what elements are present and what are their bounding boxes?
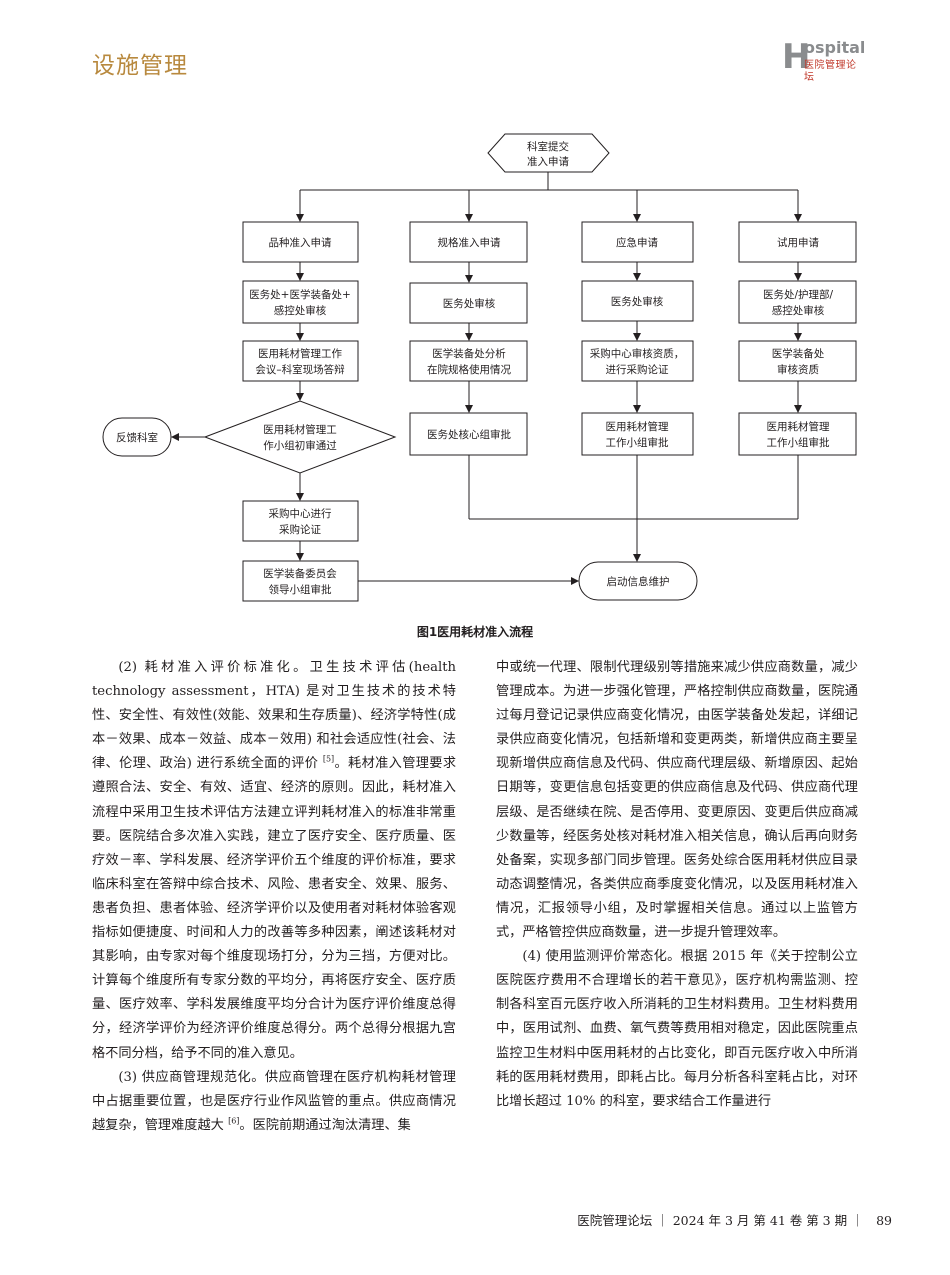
feedback-label: 反馈科室 [116, 431, 158, 444]
col1-decision-label-2: 作小组初审通过 [263, 439, 337, 452]
col2-apply-label: 规格准入申请 [438, 236, 501, 249]
end-label: 启动信息维护 [607, 575, 670, 588]
paragraph-hta: (2) 耗材准入评价标准化。卫生技术评估(health technology a… [92, 660, 457, 1061]
col1-committee-label-1: 医学装备委员会 [263, 567, 337, 580]
logo-word: ospital [804, 38, 866, 57]
start-label-1: 科室提交 [527, 140, 569, 153]
section-title: 设施管理 [92, 53, 188, 79]
feedback-node [102, 417, 172, 457]
col4-review-label-1: 医务处/护理部/ [763, 288, 834, 301]
start-label-2: 准入申请 [527, 155, 569, 168]
paragraph-supplier: (3) 供应商管理规范化。供应商管理在医疗机构耗材管理中占据重要位置，也是医疗行… [92, 1069, 456, 1133]
col1-committee-label-2: 领导小组审批 [269, 583, 332, 596]
col1-apply-label: 品种准入申请 [269, 236, 332, 249]
col3-review-label: 医务处审核 [611, 295, 664, 308]
col4-apply-label: 试用申请 [777, 236, 819, 249]
col2-analysis-label-1: 医学装备处分析 [432, 347, 506, 360]
col3-purchase-label-1: 采购中心审核资质， [590, 347, 685, 360]
col4-qual-label-1: 医学装备处 [772, 347, 825, 360]
logo-chinese: 医院管理论坛 [804, 60, 857, 83]
col1-purchase-label-2: 采购论证 [279, 523, 321, 536]
right-column: 中或统一代理、限制代理级别等措施来减少供应商数量，减少管理成本。为进一步强化管理… [496, 656, 858, 1114]
logo-h: H [782, 37, 811, 77]
col1-review-label-1: 医务处+医学装备处+ [249, 288, 351, 301]
col1-meeting-label-1: 医用耗材管理工作 [258, 347, 342, 360]
col3-apply-label: 应急申请 [616, 236, 658, 249]
col1-meeting-label-2: 会议–科室现场答辩 [255, 363, 345, 376]
page-footer: 医院管理论坛 ｜ 2024 年 3 月 第 41 卷 第 3 期 ｜ 89 [577, 1213, 892, 1228]
col3-approve-label-2: 工作小组审批 [606, 436, 669, 449]
col4-review-label-2: 感控处审核 [772, 304, 825, 317]
paragraph-supplier-cont: 中或统一代理、限制代理级别等措施来减少供应商数量，减少管理成本。为进一步强化管理… [496, 660, 858, 941]
citation-5: [5] [322, 754, 335, 764]
col1-decision-label-1: 医用耗材管理工 [263, 423, 337, 436]
col2-review-label: 医务处审核 [443, 297, 496, 310]
end-node [578, 561, 698, 601]
col4-approve-label-2: 工作小组审批 [767, 436, 830, 449]
col1-purchase-label-1: 采购中心进行 [269, 507, 332, 520]
col4-qual-label-2: 审核资质 [777, 363, 819, 376]
col4-approve-label-1: 医用耗材管理 [767, 420, 830, 433]
paragraph-monitoring: (4) 使用监测评价常态化。根据 2015 年《关于控制公立医院医疗费用不合理增… [496, 949, 858, 1109]
col1-review-label-2: 感控处审核 [274, 304, 327, 317]
journal-logo: H ospital 医院管理论坛 [782, 37, 866, 84]
flowchart: 科室提交 准入申请 反馈科室 启动信息维护 品种准入申请 医务处+医学装备处+ … [102, 133, 857, 602]
col3-purchase-label-2: 进行采购论证 [606, 363, 669, 376]
col1-decision-node [203, 400, 397, 474]
left-column: (2) 耗材准入评价标准化。卫生技术评估(health technology a… [92, 656, 456, 1138]
figure-caption: 图1医用耗材准入流程 [416, 625, 534, 639]
col2-analysis-label-2: 在院规格使用情况 [427, 363, 511, 376]
col2-approve-label: 医务处核心组审批 [427, 428, 511, 441]
col3-approve-label-1: 医用耗材管理 [606, 420, 669, 433]
citation-6: [6] [228, 1116, 240, 1126]
start-node [487, 133, 610, 173]
